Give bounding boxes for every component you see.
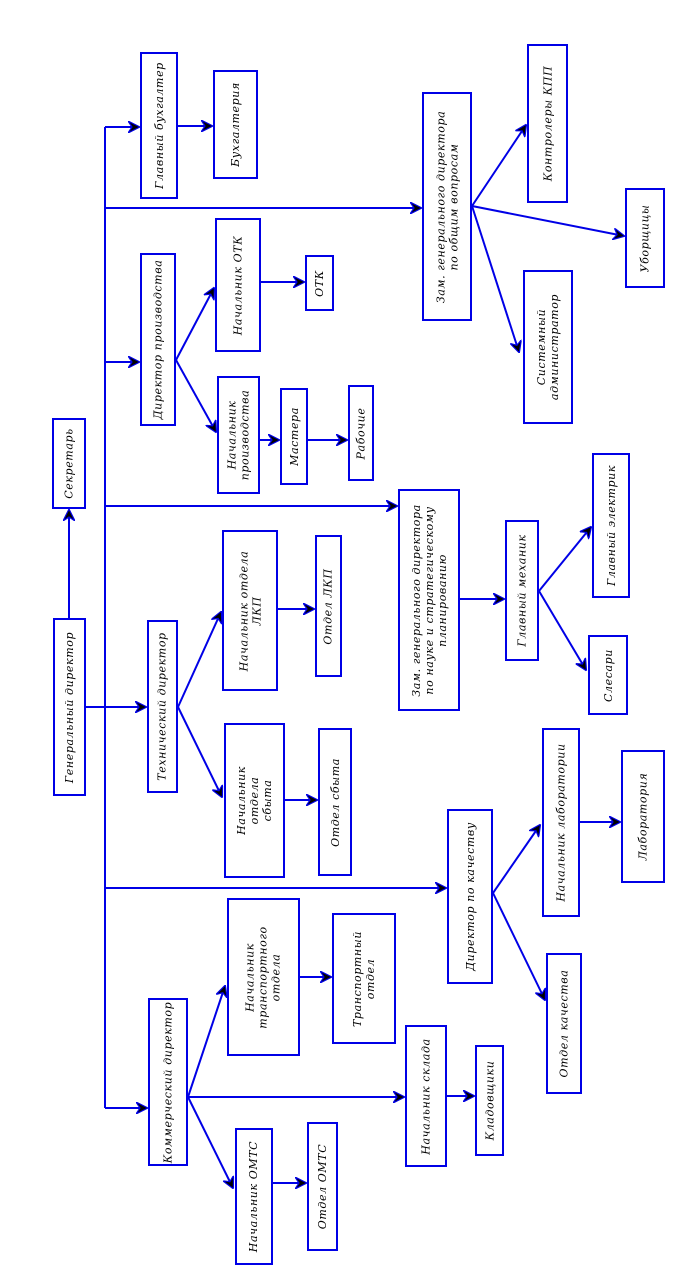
node-tech-dir: Технический директор xyxy=(147,620,178,793)
node-label: Генеральный директор xyxy=(63,631,77,783)
node-label: Мастера xyxy=(287,407,301,466)
edge-kpp-controllers xyxy=(471,125,526,207)
node-label: Транспортный отдел xyxy=(351,930,378,1027)
node-label: ОТК xyxy=(313,269,327,297)
node-label: Лаборатория xyxy=(636,772,650,861)
node-laboratory: Лаборатория xyxy=(621,750,665,883)
node-lab-head: Начальник лаборатории xyxy=(542,728,580,917)
edge-fitters xyxy=(538,590,586,670)
node-commercial-dir: Коммерческий директор xyxy=(148,998,188,1166)
edge-transport-head xyxy=(187,986,225,1098)
node-label: Рабочие xyxy=(354,407,368,459)
node-secretary: Секретарь xyxy=(52,418,86,509)
node-storekeepers: Кладовщики xyxy=(475,1045,504,1156)
node-chief-mechanic: Главный механик xyxy=(505,520,539,661)
node-label: Бухгалтерия xyxy=(229,82,242,167)
node-label: Начальник отдела сбыта xyxy=(235,766,274,835)
node-label: Начальник отдела ЛКП xyxy=(237,550,264,671)
node-otk-head: Начальник ОТК xyxy=(215,218,261,352)
node-label: Начальник склада xyxy=(419,1037,433,1155)
node-label: Отдел ОМТС xyxy=(316,1143,329,1230)
edge-prod-head xyxy=(175,359,216,432)
node-sales-head: Начальник отдела сбыта xyxy=(224,723,285,878)
node-label: Директор производства xyxy=(151,259,165,420)
edge-chief-electrician xyxy=(538,527,591,592)
node-label: Главный механик xyxy=(515,534,529,647)
node-otk: ОТК xyxy=(305,255,334,311)
edge-sales-head xyxy=(177,706,222,797)
edge-sysadmin xyxy=(471,205,519,352)
node-label: Технический директор xyxy=(156,632,169,781)
node-label: Отдел качества xyxy=(557,969,571,1078)
node-cleaners: Уборщицы xyxy=(625,188,665,288)
node-gen-dir: Генеральный директор xyxy=(53,618,86,796)
node-chief-electrician: Главный электрик xyxy=(592,453,630,598)
node-label: Начальник транспортного отдела xyxy=(244,925,283,1029)
node-quality-dir: Директор по качеству xyxy=(447,809,493,984)
node-label: Зам. генерального директора по общим воп… xyxy=(434,110,460,303)
node-sales-dept: Отдел сбыта xyxy=(318,728,352,876)
node-warehouse-head: Начальник склада xyxy=(405,1025,447,1167)
node-label: Контролеры КПП xyxy=(541,65,554,182)
node-label: Начальник ОМТС xyxy=(247,1140,261,1253)
node-label: Главный электрик xyxy=(604,464,618,587)
node-quality-dept: Отдел качества xyxy=(546,953,582,1094)
node-kpp-controllers: Контролеры КПП xyxy=(527,44,568,203)
node-lkp-head: Начальник отдела ЛКП xyxy=(222,530,278,691)
node-workers: Рабочие xyxy=(348,385,374,481)
node-label: Системный администратор xyxy=(535,293,561,401)
node-label: Главный бухгалтер xyxy=(152,62,166,189)
node-transport-head: Начальник транспортного отдела xyxy=(227,898,300,1056)
edge-quality-dept xyxy=(492,892,545,1000)
node-label: Начальник лаборатории xyxy=(554,743,568,902)
node-prod-head: Начальник производства xyxy=(217,376,260,494)
node-label: Слесари xyxy=(601,648,615,702)
node-fitters: Слесари xyxy=(588,635,628,715)
edge-omts-head xyxy=(187,1096,233,1188)
node-label: Кладовщики xyxy=(483,1060,497,1141)
node-label: Секретарь xyxy=(62,428,76,499)
node-accounting: Бухгалтерия xyxy=(213,70,258,179)
edge-otk-head xyxy=(175,288,214,361)
node-label: Отдел ЛКП xyxy=(322,567,335,645)
node-deputy-science: Зам. генерального директора по науке и с… xyxy=(398,489,460,711)
node-omts-head: Начальник ОМТС xyxy=(235,1128,273,1265)
node-omts-dept: Отдел ОМТС xyxy=(307,1122,338,1251)
node-label: Начальник производства xyxy=(225,389,252,481)
node-prod-dir: Директор производства xyxy=(140,253,176,426)
node-label: Начальник ОТК xyxy=(231,235,245,335)
node-deputy-general: Зам. генерального директора по общим воп… xyxy=(422,92,472,321)
node-masters: Мастера xyxy=(280,388,308,485)
node-label: Директор по качеству xyxy=(463,822,477,971)
node-chief-accountant: Главный бухгалтер xyxy=(140,52,178,199)
node-sysadmin: Системный администратор xyxy=(523,270,573,424)
edge-lkp-head xyxy=(177,612,221,708)
node-lkp-dept: Отдел ЛКП xyxy=(315,535,342,677)
node-label: Отдел сбыта xyxy=(328,757,342,847)
node-label: Коммерческий директор xyxy=(161,1001,175,1163)
node-label: Зам. генерального директора по науке и с… xyxy=(409,503,449,697)
node-label: Уборщицы xyxy=(638,204,652,272)
node-transport-dept: Транспортный отдел xyxy=(332,913,396,1044)
edge-lab-head xyxy=(492,825,540,894)
edge-cleaners xyxy=(471,205,624,236)
